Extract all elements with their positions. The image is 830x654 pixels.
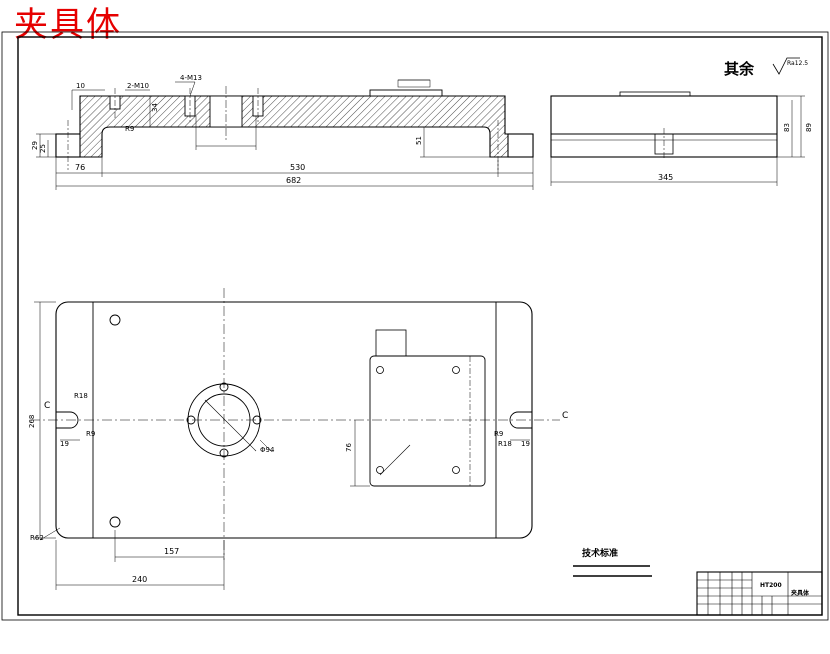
plan-view: 268 R18 R9 19 R9 R18 19 76 Φ94 R62 157 2… [28,288,568,590]
title-block-part-name: 夹具体 [791,589,810,597]
dim-240: 240 [132,575,147,584]
roughness-note: 其余 Ra12.5 [724,57,808,78]
dim-19-right: 19 [521,440,530,448]
dim-51: 51 [415,136,423,145]
dim-r9: R9 [125,125,134,133]
dim-2-m10: 2-M10 [127,82,149,90]
section-c-left: C [44,401,50,411]
dim-34: 34 [151,103,159,112]
dim-345: 345 [658,173,673,182]
dim-r9-right: R9 [494,430,503,438]
dim-682: 682 [286,176,301,185]
dim-r9-left: R9 [86,430,95,438]
right-foot [507,133,534,158]
tech-requirements: 技术标准 [573,547,652,577]
plate-section [55,95,534,158]
dim-76-plan: 76 [345,443,353,452]
title-block-code: HT200 [760,582,782,589]
drawing-frame [17,36,823,616]
title-block [696,571,823,616]
dim-phi94: Φ94 [260,446,275,454]
dim-r62: R62 [30,534,44,542]
dim-83: 83 [783,123,791,132]
dim-r18-right: R18 [498,440,512,448]
dim-4-m13: 4-M13 [180,74,202,82]
dim-25: 25 [39,144,47,153]
tech-heading: 技术标准 [582,547,618,559]
dim-157: 157 [164,547,179,556]
dim-10: 10 [76,82,85,90]
dim-r18-left: R18 [74,392,88,400]
section-c-right: C [562,411,568,421]
dim-76: 76 [75,163,85,172]
paper-border [1,31,829,621]
side-view: 83 89 345 [550,91,813,186]
dim-19-left: 19 [60,440,69,448]
front-section-view: 10 2-M10 4-M13 R9 34 51 29 25 76 530 682 [31,74,534,190]
dim-530: 530 [290,163,305,172]
dim-29: 29 [31,141,39,150]
roughness-value: Ra12.5 [787,60,808,67]
dim-268: 268 [28,415,36,428]
roughness-label: 其余 [724,60,755,78]
dim-89: 89 [805,123,813,132]
